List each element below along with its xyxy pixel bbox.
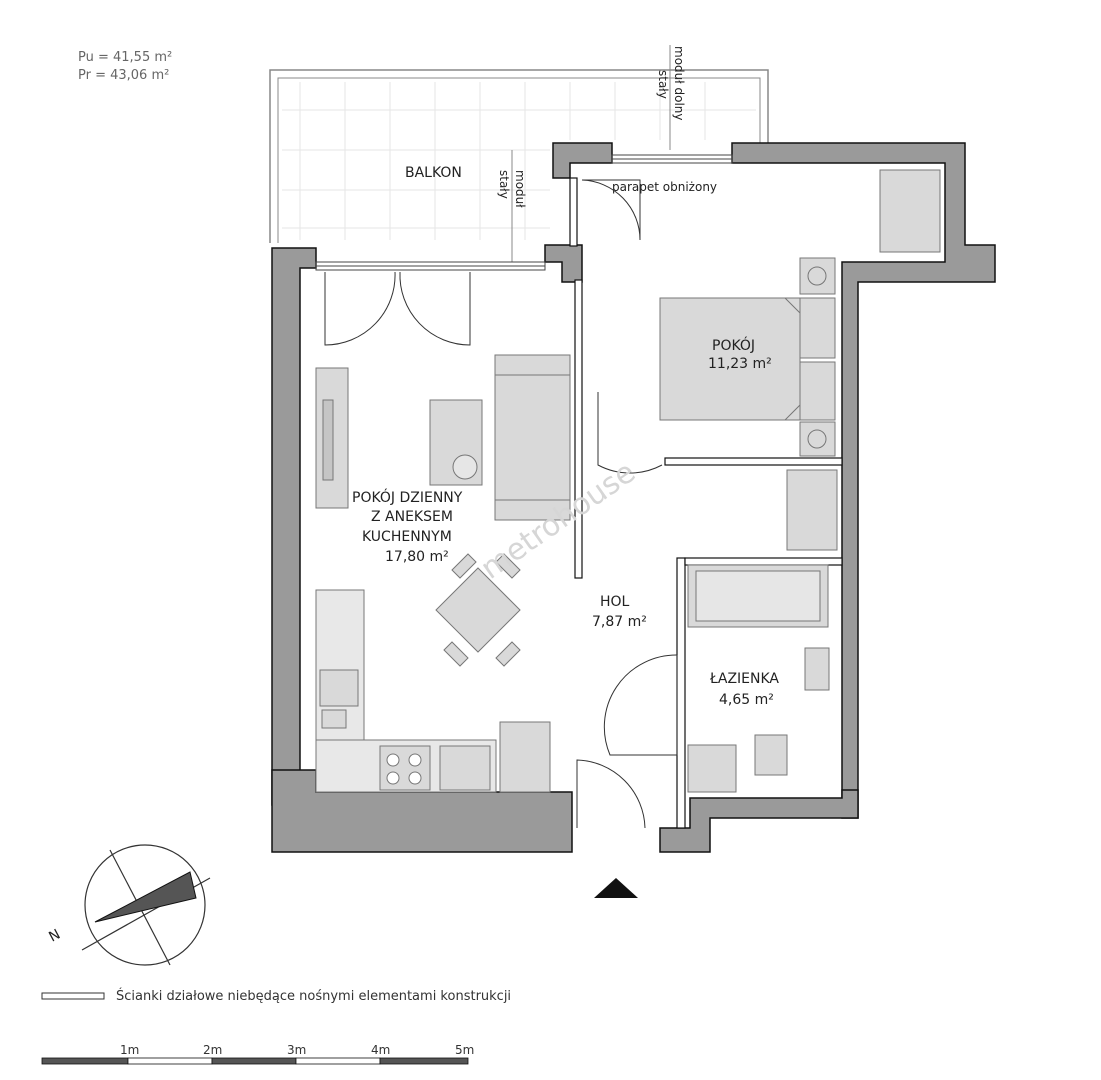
wardrobe-entry [499,721,551,793]
balcony-label: BALKON [405,165,462,181]
wall-left-upper [271,247,317,806]
balcony-tiles [282,82,756,240]
door-balcony-right [399,271,471,346]
door-bedroom [597,392,663,474]
scale-tick-4m: 4m [371,1043,390,1057]
door-balcony-left [324,271,396,346]
hall-name: HOL [600,594,630,610]
chair-2 [495,553,521,579]
door-balcony-exit [581,179,641,241]
sink-icon [319,669,359,707]
living-room-name-line1: POKÓJ DZIENNY [352,488,463,506]
doors [324,179,678,829]
dining-table [435,567,521,653]
wall-pillar-top [552,142,613,179]
door-entry [576,759,646,829]
module-label-line1: moduł [513,170,527,208]
bedroom-area: 11,23 m² [708,356,772,372]
wall-pillar-center [544,244,583,283]
partition-walls [569,177,843,829]
partition-living-hall [574,279,583,579]
toilet [754,734,788,776]
pillow-top [799,297,836,359]
wall-right-top [731,142,996,819]
scale-tick-3m: 3m [287,1043,306,1057]
cooktop [379,745,431,791]
chair-1 [451,553,477,579]
living-room-area: 17,80 m² [385,549,449,565]
partition-entry-balcony [569,177,578,247]
partition-bath-left [676,557,686,829]
scale-tick-2m: 2m [203,1043,222,1057]
legend-text: Ścianki działowe niebędące nośnymi eleme… [116,988,511,1004]
module-label-line2: stały [497,170,511,199]
lowered-sill-label: parapet obniżony [612,180,717,194]
living-room-name-line2: Z ANEKSEM [371,509,453,525]
lower-module-label-line2: stały [656,70,670,99]
wall-bottom-right [659,789,859,853]
faucet [321,709,347,729]
chair-3 [495,641,521,667]
chair-4 [443,641,469,667]
bedroom-name: POKÓJ [712,336,755,354]
washbasin [804,647,830,691]
scale-tick-5m: 5m [455,1043,474,1057]
furniture [315,169,941,793]
pillow-bottom [799,361,836,421]
partition-bath-top [684,557,843,566]
hall-area: 7,87 m² [592,614,647,630]
total-area-label: Pr = 43,06 m² [78,68,169,83]
compass-icon [81,844,211,966]
oven [439,745,491,791]
scale-bar [41,1057,469,1065]
bathroom-name: ŁAZIENKA [709,671,779,687]
wardrobe-top [879,169,941,253]
compass-north-label: N [46,926,63,945]
nightstand-bottom [799,421,836,457]
usable-area-label: Pu = 41,55 m² [78,50,172,65]
sofa [494,354,571,521]
lamp-top-icon [807,266,827,286]
plant-icon [452,454,478,480]
scale-tick-1m: 1m [120,1043,139,1057]
bathroom-area: 4,65 m² [719,692,774,708]
entrance-arrow-icon [594,878,638,898]
living-room-name-line3: KUCHENNYM [362,529,452,545]
windows [315,154,733,271]
lamp-bottom-icon [807,429,827,449]
structural-walls [271,142,996,853]
lower-module-label-line1: moduł dolny [672,46,686,120]
wardrobe-hall [786,469,838,551]
washing-machine [687,744,737,793]
balcony [269,45,769,262]
partition-bedroom-hall [664,457,843,466]
door-bathroom [603,654,678,756]
legend-swatch [41,992,105,1000]
